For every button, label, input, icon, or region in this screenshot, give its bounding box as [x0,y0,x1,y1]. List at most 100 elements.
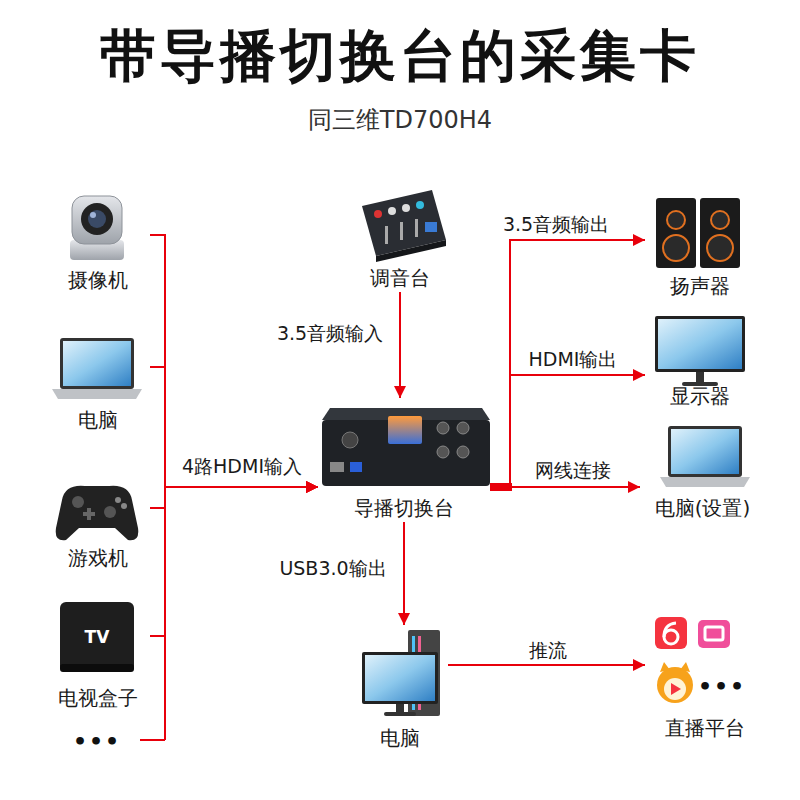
illustration-part [415,219,418,237]
illustration-part [72,196,122,244]
illustration-part [705,627,723,640]
illustration-part [655,316,745,372]
illustration-part [60,338,134,389]
illustration-part [362,652,438,704]
illustration-part [121,503,127,509]
device-node: 扬声器 [645,190,755,300]
illustration-part [711,211,729,229]
illustration-part [72,496,84,508]
illustration-part [52,389,142,399]
illustration-part [60,602,134,672]
switcher-icon [322,408,490,486]
connection-label: USB3.0输出 [276,557,389,579]
connection-label: 3.5音频输出 [500,213,612,235]
illustration-part [660,477,750,487]
more-dots: ••• [73,729,121,754]
device-node: 摄像机 [45,188,150,294]
device-node: 电脑(设置) [640,420,765,522]
illustration-part [90,212,96,218]
signal-arrow [403,522,405,625]
tv-box-icon [60,602,134,672]
illustration-part [680,662,690,672]
input-bracket [140,483,512,740]
illustration-part [707,235,733,261]
signal-arrow [150,367,318,487]
illustration-part [115,497,121,503]
illustration-part [350,462,362,472]
device-label: 电视盒子 [45,686,150,710]
monitor-icon [655,316,745,386]
illustration-part [402,204,410,212]
illustration-part [671,683,681,695]
device-node: 电脑 [45,330,150,434]
signal-arrow [490,240,645,487]
signal-arrow [399,292,401,398]
connection-label: 网线连接 [532,459,614,481]
device-label: 直播平台 [645,716,765,740]
illustration-part [56,486,139,540]
illustration-part [425,222,437,232]
device-label: 调音台 [352,266,448,290]
illustration-part [668,426,742,477]
device-node: 电视盒子 [45,596,150,712]
illustration-part [416,201,424,209]
illustration-part [655,617,687,649]
device-label: 显示器 [645,384,755,408]
illustration-part [671,429,739,474]
illustration-part [104,506,116,518]
device-node: 导播切换台 [318,398,490,522]
illustration-part [663,235,689,261]
desktop-computer-icon [362,630,440,716]
illustration-part [696,372,704,382]
illustration-part [342,432,358,448]
device-label: 摄像机 [45,268,150,292]
device-label: 电脑(设置) [640,496,765,520]
illustration-part [700,198,740,268]
connection-label: 推流 [526,639,570,661]
illustration-part [664,678,686,700]
camera-icon [70,196,124,260]
illustration-part [81,203,113,235]
connection-label: HDMI输出 [526,348,621,370]
illustration-part [664,630,678,644]
laptop-icon [52,338,142,399]
illustration-part [140,739,165,741]
illustration-part [365,655,435,701]
illustration-part [698,620,730,648]
signal-arrow [490,486,640,488]
connection-label: 3.5音频输入 [274,322,386,344]
illustration-part [388,416,422,444]
device-node: 调音台 [352,182,448,292]
speaker-icon [656,198,740,268]
illustration-part [87,508,91,520]
illustration-part [330,462,344,472]
device-node: 游戏机 [45,472,150,572]
device-label: 导播切换台 [318,496,490,520]
device-node: 电脑 [352,625,448,752]
illustration-part [457,446,469,458]
illustration-part [664,623,676,637]
illustration-part [657,667,693,703]
illustration-part [400,222,403,240]
subtitle: 同三维TD700H4 [308,106,492,134]
illustration-part [385,226,388,244]
signal-arrow [150,235,318,487]
illustration-part [63,341,131,386]
illustration-part [667,211,685,229]
more-dots: ••• [698,674,746,699]
illustration-part [388,207,396,215]
illustration-part [437,422,449,434]
illustration-part [88,210,106,228]
signal-arrow [490,375,645,487]
connection-label: 4路HDMI输入 [179,455,305,477]
signal-arrow [150,487,318,508]
illustration-part [384,712,416,716]
illustration-part [660,662,670,672]
illustration-part [658,319,742,369]
illustration-part [437,446,449,458]
laptop-icon [660,426,750,487]
illustration-part [457,422,469,434]
device-label: 扬声器 [645,274,755,298]
device-label: 电脑 [45,408,150,432]
